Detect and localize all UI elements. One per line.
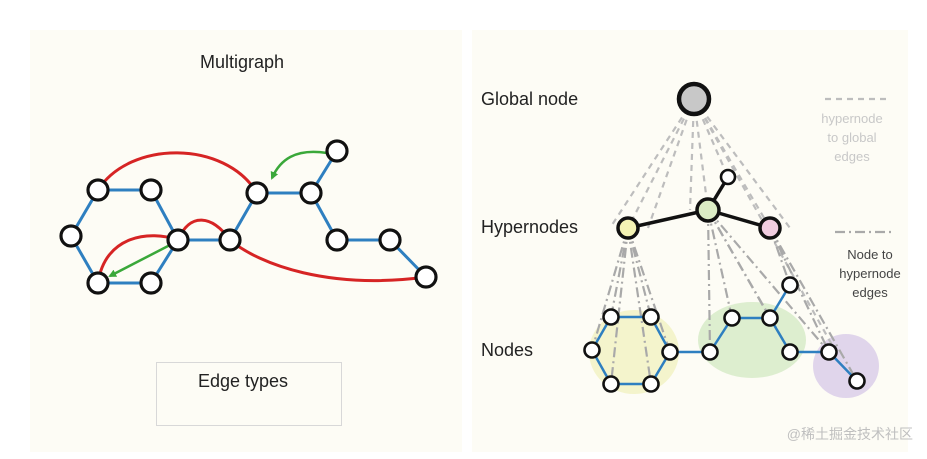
base-node	[781, 276, 799, 294]
hypernode-green	[695, 197, 721, 223]
green-directed-edge-left	[108, 243, 171, 278]
node-edge	[626, 227, 672, 353]
graph-node	[139, 271, 163, 295]
small-hypernode	[719, 168, 737, 186]
node-edge	[609, 227, 630, 318]
multigraph-blue-edges	[69, 150, 428, 285]
base-node	[820, 343, 838, 361]
base-node	[642, 308, 660, 326]
hypernode-yellow	[616, 216, 640, 240]
node-edge	[590, 227, 630, 351]
node-edge	[707, 209, 791, 353]
graph-node	[59, 224, 83, 248]
note-line: to global	[827, 130, 877, 145]
base-node	[848, 372, 866, 390]
multigraph-green-edges	[108, 150, 328, 278]
hypernode-to-global-note: hypernode to global edges	[812, 109, 892, 166]
blob-purple	[813, 334, 879, 398]
global-edge	[609, 98, 695, 229]
graph-node	[218, 228, 242, 252]
base-node	[723, 309, 741, 327]
graph-node	[299, 181, 323, 205]
global-edge	[688, 98, 696, 211]
nodes-label: Nodes	[481, 340, 534, 360]
node-edge	[609, 227, 630, 385]
watermark: @稀土掘金技术社区	[786, 426, 913, 442]
red-edge-long-top	[96, 151, 259, 194]
multigraph-title: Multigraph	[200, 52, 285, 72]
graph-node	[86, 178, 110, 202]
note-line: hypernode	[839, 266, 901, 281]
global-node	[676, 81, 712, 117]
base-node	[642, 375, 660, 393]
graph-node	[139, 178, 163, 202]
base-node	[761, 309, 779, 327]
multigraph-red-edges	[96, 151, 427, 284]
graph-node	[378, 228, 402, 252]
red-edge-long-bottom	[229, 238, 427, 283]
note-line: edges	[834, 149, 870, 164]
node-to-hypernode-note: Node to hypernode edges	[830, 245, 910, 302]
edge-types-legend	[156, 362, 342, 426]
node-edge	[769, 227, 830, 353]
node-edge	[769, 227, 858, 382]
note-line: hypernode	[821, 111, 883, 126]
hypernodes	[616, 168, 782, 240]
global-node-label: Global node	[481, 89, 579, 109]
base-node	[701, 343, 719, 361]
node-edge	[626, 227, 653, 318]
base-node	[583, 341, 601, 359]
node-edge	[707, 209, 830, 353]
multigraph-nodes	[59, 139, 438, 295]
hyper-edge	[627, 208, 709, 230]
global-edge	[627, 98, 695, 229]
node-edge	[706, 209, 712, 353]
hypernodes-label: Hypernodes	[481, 217, 579, 237]
hypernode-pink	[758, 216, 782, 240]
graph-node	[166, 228, 190, 252]
node-edge	[706, 209, 734, 319]
node-edge	[626, 227, 653, 385]
base-nodes	[583, 276, 866, 393]
base-node	[781, 343, 799, 361]
graph-node	[325, 228, 349, 252]
node-to-hypernode-edges	[590, 209, 895, 385]
global-edge	[692, 98, 710, 211]
base-node	[602, 308, 620, 326]
graph-node	[245, 181, 269, 205]
blob-green	[698, 302, 806, 378]
global-edge	[693, 98, 791, 229]
note-line: Node to	[847, 247, 893, 262]
base-node	[602, 375, 620, 393]
graph-node	[325, 139, 349, 163]
green-directed-edge-top	[270, 150, 328, 180]
global-edge	[646, 98, 696, 229]
graph-node	[86, 271, 110, 295]
graph-node	[414, 265, 438, 289]
base-node	[661, 343, 679, 361]
note-line: edges	[852, 285, 888, 300]
legend-title: Edge types	[198, 371, 289, 391]
